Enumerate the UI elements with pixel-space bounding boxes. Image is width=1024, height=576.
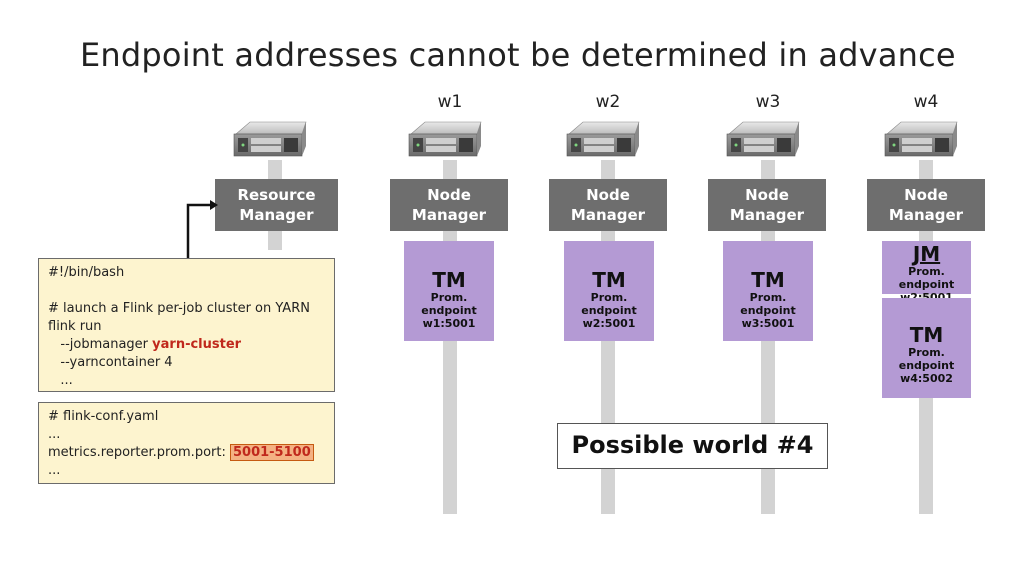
tm-subtitle: Prom. endpoint (740, 291, 796, 317)
job-manager-box-w4: JM Prom. endpoint w2:5001 (882, 241, 971, 304)
script-yarncontainer-line: --yarncontainer 4 (48, 355, 173, 370)
tm-endpoint: w1:5001 (422, 317, 476, 330)
conf-port-key: metrics.reporter.prom.port: (48, 445, 230, 460)
script-ellipsis: ... (48, 373, 73, 388)
node-manager-line1: Node (427, 186, 471, 204)
worker-label-w3: w3 (755, 92, 781, 112)
tm-endpoint: w3:5001 (741, 317, 795, 330)
tm-title: TM (751, 268, 785, 292)
server-icon (566, 121, 640, 157)
tm-subtitle: Prom. endpoint (581, 291, 637, 317)
script-comment: # launch a Flink per-job cluster on YARN (48, 301, 310, 316)
flink-conf-box: # flink-conf.yaml ... metrics.reporter.p… (38, 402, 335, 484)
node-manager-box-w2: Node Manager (549, 179, 667, 231)
node-manager-box-w1: Node Manager (390, 179, 508, 231)
resource-manager-line2: Manager (239, 206, 314, 224)
server-icon (726, 121, 800, 157)
tm-title: TM (432, 268, 466, 292)
conf-ellipsis-bottom: ... (48, 463, 61, 478)
server-icon (408, 121, 482, 157)
node-manager-line1: Node (586, 186, 630, 204)
submit-arrow (186, 200, 218, 259)
task-manager-box-w1: TM Prom. endpoint w1:5001 (404, 241, 494, 341)
tm-title: TM (592, 268, 626, 292)
conf-port-value: 5001-5100 (229, 444, 314, 461)
resource-manager-line1: Resource (237, 186, 316, 204)
jm-title: JM (912, 242, 941, 266)
node-manager-line2: Manager (570, 206, 646, 224)
worker-label-w4: w4 (913, 92, 939, 112)
task-manager-box-w4: TM Prom. endpoint w4:5002 (882, 298, 971, 398)
tm-endpoint: w4:5002 (900, 372, 953, 385)
node-manager-box-w3: Node Manager (708, 179, 826, 231)
node-manager-line1: Node (904, 186, 948, 204)
node-manager-box-w4: Node Manager (867, 179, 985, 231)
server-icon (884, 121, 958, 157)
node-manager-line2: Manager (411, 206, 487, 224)
conf-ellipsis-top: ... (48, 427, 61, 442)
script-shebang: #!/bin/bash (48, 265, 125, 280)
resource-manager-box: Resource Manager (215, 179, 338, 231)
task-manager-box-w3: TM Prom. endpoint w3:5001 (723, 241, 813, 341)
task-manager-box-w2: TM Prom. endpoint w2:5001 (564, 241, 654, 341)
jobmanager-flag: --jobmanager (48, 337, 153, 352)
page-title: Endpoint addresses cannot be determined … (80, 36, 956, 74)
worker-label-w2: w2 (595, 92, 621, 112)
tm-subtitle: Prom. endpoint (421, 291, 477, 317)
server-icon (233, 121, 307, 157)
possible-world-badge: Possible world #4 (557, 423, 828, 469)
worker-label-w1: w1 (437, 92, 463, 112)
script-jobmanager-line: --jobmanager yarn-cluster (48, 336, 325, 354)
tm-endpoint: w2:5001 (582, 317, 636, 330)
conf-port-line: metrics.reporter.prom.port: 5001-5100 (48, 444, 325, 462)
node-manager-line2: Manager (888, 206, 964, 224)
jm-subtitle: Prom. endpoint (898, 265, 955, 291)
jobmanager-value: yarn-cluster (152, 337, 242, 352)
script-command: flink run (48, 319, 102, 334)
tm-title: TM (909, 323, 944, 347)
conf-comment: # flink-conf.yaml (48, 409, 159, 424)
node-manager-line1: Node (745, 186, 789, 204)
launch-script-box: #!/bin/bash # launch a Flink per-job clu… (38, 258, 335, 392)
node-manager-line2: Manager (729, 206, 805, 224)
tm-subtitle: Prom. endpoint (898, 346, 955, 372)
